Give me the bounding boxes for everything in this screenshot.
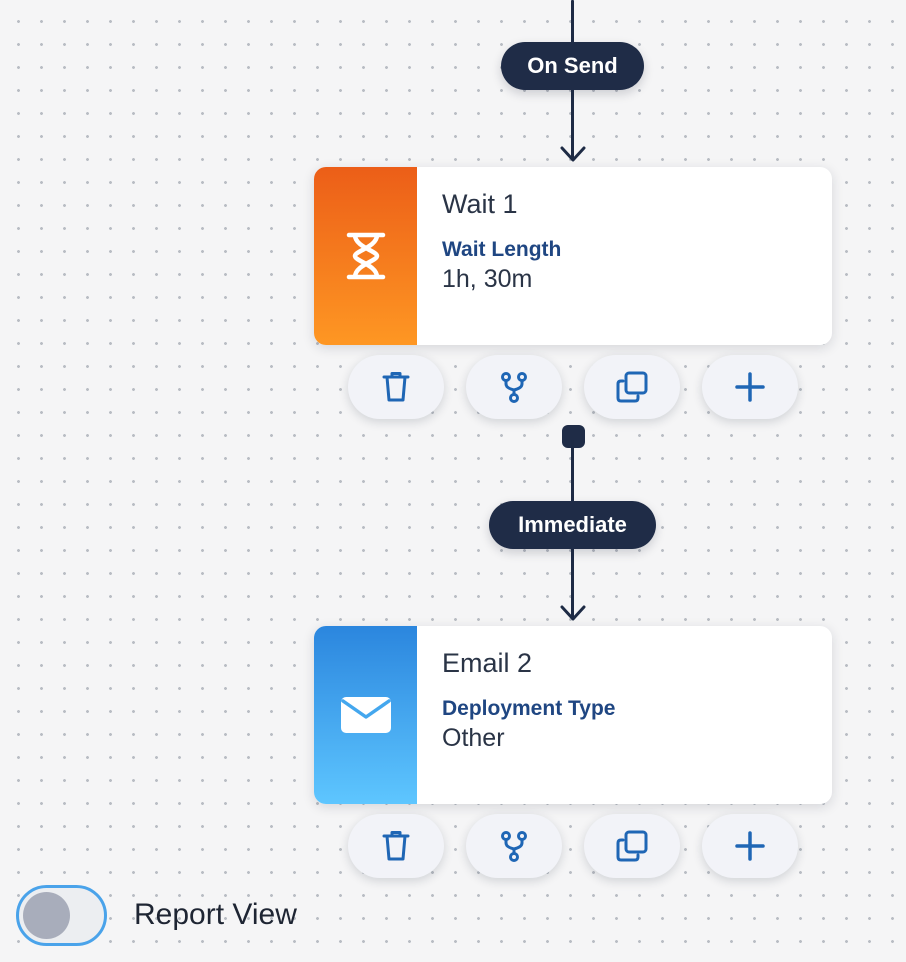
wait-node-icon-panel xyxy=(314,167,417,345)
toggle-knob xyxy=(23,892,70,939)
plus-icon xyxy=(735,831,765,861)
hourglass-icon xyxy=(346,232,385,280)
report-view-label: Report View xyxy=(134,898,297,931)
delete-node-button[interactable] xyxy=(348,814,444,878)
add-node-button[interactable] xyxy=(702,814,798,878)
edge-label-immediate[interactable]: Immediate xyxy=(489,501,656,549)
trash-icon xyxy=(382,831,410,861)
deployment-type-label: Deployment Type xyxy=(442,697,616,720)
duplicate-icon xyxy=(616,830,648,862)
branch-node-button[interactable] xyxy=(466,355,562,419)
wait-node-title: Wait 1 xyxy=(442,189,518,219)
wait-length-value: 1h, 30m xyxy=(442,265,533,293)
report-view-toggle[interactable] xyxy=(16,885,107,946)
email-node-card[interactable]: Email 2 Deployment Type Other xyxy=(314,626,832,804)
arrowhead-icon xyxy=(560,146,586,162)
duplicate-node-button[interactable] xyxy=(584,814,680,878)
branch-icon xyxy=(501,831,527,862)
trash-icon xyxy=(382,372,410,402)
wait-length-label: Wait Length xyxy=(442,238,562,261)
connection-handle[interactable] xyxy=(562,425,585,448)
envelope-icon xyxy=(340,697,391,733)
duplicate-node-button[interactable] xyxy=(584,355,680,419)
delete-node-button[interactable] xyxy=(348,355,444,419)
email-node-title: Email 2 xyxy=(442,648,533,678)
plus-icon xyxy=(735,372,765,402)
edge-label-on-send[interactable]: On Send xyxy=(501,42,644,90)
add-node-button[interactable] xyxy=(702,355,798,419)
branch-icon xyxy=(501,372,527,403)
deployment-type-value: Other xyxy=(442,724,505,752)
arrowhead-icon xyxy=(560,605,586,621)
duplicate-icon xyxy=(616,371,648,403)
email-node-icon-panel xyxy=(314,626,417,804)
wait-node-card[interactable]: Wait 1 Wait Length 1h, 30m xyxy=(314,167,832,345)
branch-node-button[interactable] xyxy=(466,814,562,878)
